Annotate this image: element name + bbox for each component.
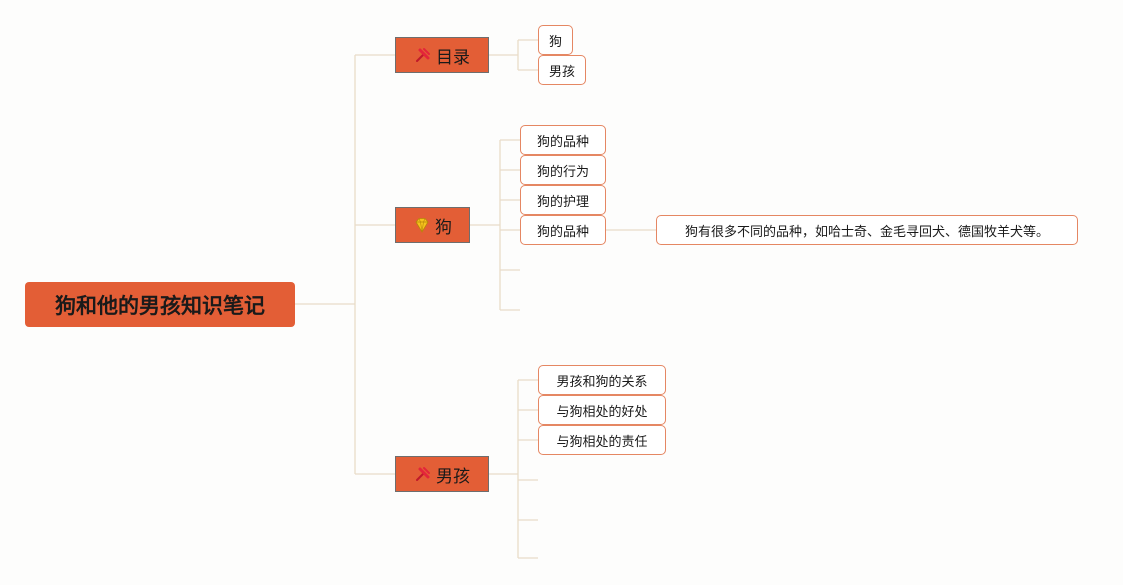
- topic-catalog-dog[interactable]: 狗: [538, 25, 574, 55]
- branch-dog[interactable]: 狗: [395, 207, 470, 243]
- topic-label: 与狗相处的责任: [556, 434, 648, 450]
- pushpin-icon: [416, 467, 430, 481]
- topic-label: 男孩和狗的关系: [556, 374, 648, 390]
- root-topic[interactable]: 狗和他的男孩知识笔记: [25, 282, 295, 327]
- branch-dog-label: 狗: [435, 217, 452, 238]
- topic-dog-care[interactable]: 狗的护理: [520, 185, 606, 215]
- topic-label: 狗的行为: [536, 164, 589, 180]
- topic-dog-breeds[interactable]: 狗的品种: [520, 125, 606, 155]
- topic-dog-behavior[interactable]: 狗的行为: [520, 155, 606, 185]
- topic-boy-responsibilities[interactable]: 与狗相处的责任: [538, 425, 666, 455]
- topic-boy-benefits[interactable]: 与狗相处的好处: [538, 395, 666, 425]
- topic-label: 与狗相处的好处: [556, 404, 648, 420]
- pushpin-icon: [416, 48, 430, 62]
- branch-boy[interactable]: 男孩: [395, 456, 489, 492]
- topic-dog-breeds-2[interactable]: 狗的品种: [520, 215, 606, 245]
- diamond-icon: [415, 218, 429, 233]
- branch-catalog-label: 目录: [436, 47, 470, 68]
- branch-boy-label: 男孩: [436, 466, 470, 487]
- topic-label: 狗的品种: [536, 134, 589, 150]
- topic-label: 狗的护理: [536, 194, 589, 210]
- topic-label: 男孩: [549, 64, 576, 80]
- branch-catalog[interactable]: 目录: [395, 37, 489, 73]
- root-topic-label: 狗和他的男孩知识笔记: [55, 293, 265, 318]
- topic-detail-label: 狗有很多不同的品种，如哈士奇、金毛寻回犬、德国牧羊犬等。: [684, 224, 1049, 240]
- topic-catalog-boy[interactable]: 男孩: [538, 55, 587, 85]
- topic-label: 狗的品种: [536, 224, 589, 240]
- topic-label: 狗: [549, 34, 563, 50]
- topic-boy-dog-relationship[interactable]: 男孩和狗的关系: [538, 365, 666, 395]
- topic-dog-breeds-detail[interactable]: 狗有很多不同的品种，如哈士奇、金毛寻回犬、德国牧羊犬等。: [656, 215, 1078, 245]
